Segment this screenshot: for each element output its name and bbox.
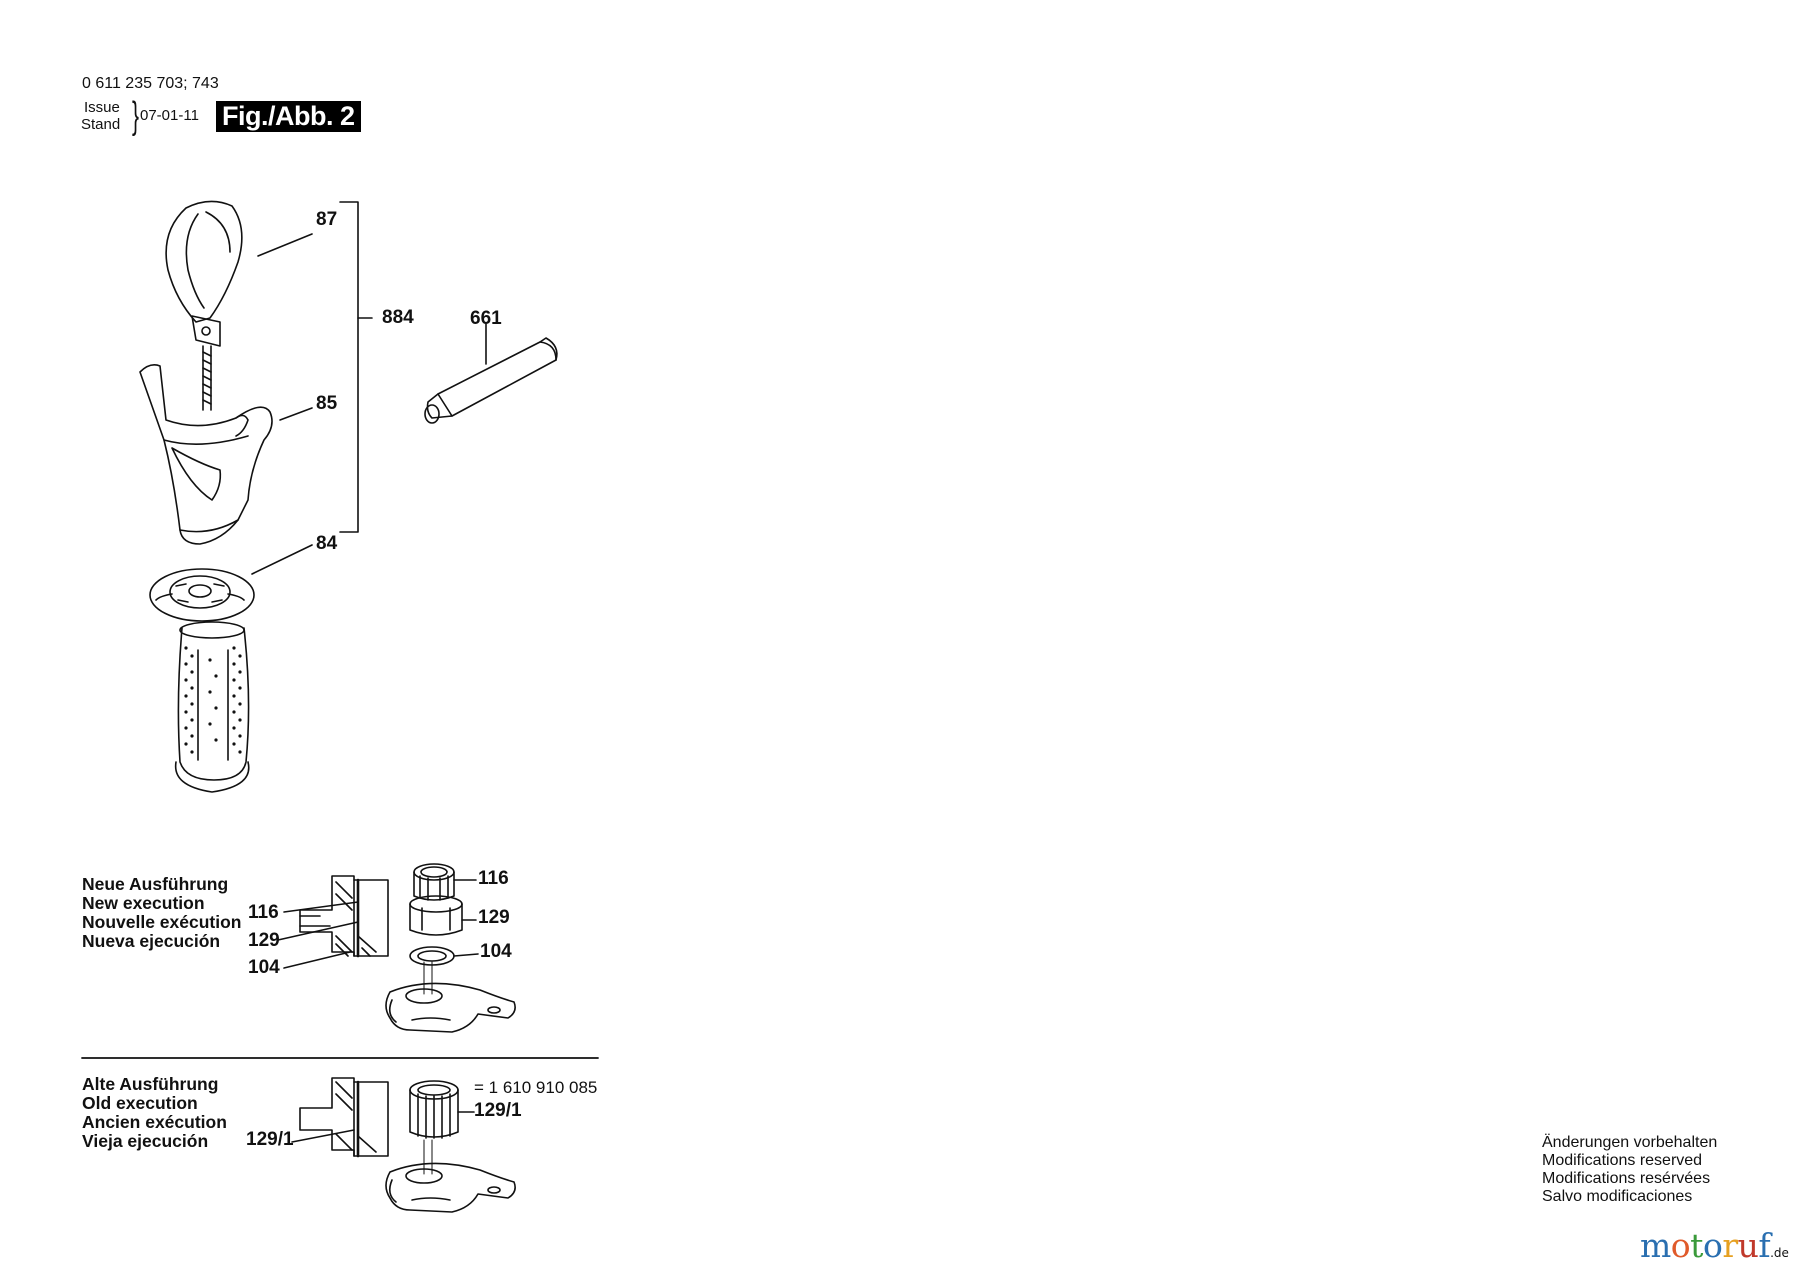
leader-85 <box>279 407 313 421</box>
watermark-letter: r <box>1722 1226 1738 1265</box>
new-execution-fr: Nouvelle exécution <box>82 912 242 932</box>
new-execution-cross-section <box>299 875 389 958</box>
callout-new-129-right: 129 <box>478 907 510 928</box>
watermark-letter: f <box>1758 1226 1771 1265</box>
new-flange-housing <box>385 961 516 1033</box>
part-87-strap <box>165 200 243 411</box>
callout-new-104-left: 104 <box>248 957 280 978</box>
part-numbers: 0 611 235 703; 743 <box>82 75 219 92</box>
issue-label: Issue <box>84 99 120 116</box>
watermark-letter: u <box>1737 1226 1759 1265</box>
brace-glyph: } <box>132 95 139 137</box>
new-execution-de: Neue Ausführung <box>82 874 229 894</box>
issue-date: 07-01-11 <box>140 107 199 124</box>
callout-new-116-left: 116 <box>248 902 279 923</box>
callout-661: 661 <box>470 308 502 329</box>
callout-85: 85 <box>316 393 338 414</box>
part-84-washer <box>149 568 255 622</box>
bracket-884 <box>339 201 359 533</box>
watermark-letter: o <box>1702 1226 1723 1265</box>
callout-new-116-right: 116 <box>478 868 509 889</box>
grip-handle <box>174 621 250 793</box>
modifications-de: Änderungen vorbehalten <box>1542 1134 1718 1151</box>
leader-old-129-1 <box>291 1129 355 1143</box>
old-execution-de: Alte Ausführung <box>82 1074 219 1094</box>
callout-old-129-1-right: 129/1 <box>474 1100 522 1121</box>
watermark-logo: motoruf.de <box>1640 1226 1789 1265</box>
leader-new-104 <box>283 951 351 969</box>
new-needle-bearing-116 <box>413 863 455 901</box>
replacement-part-number: = 1 610 910 085 <box>474 1078 598 1097</box>
callout-84: 84 <box>316 533 338 554</box>
modifications-es: Salvo modificaciones <box>1542 1188 1693 1205</box>
watermark-letter: o <box>1670 1226 1691 1265</box>
old-execution-en: Old execution <box>82 1093 198 1113</box>
modifications-en: Modifications reserved <box>1542 1152 1703 1169</box>
new-execution-es: Nueva ejecución <box>82 931 221 951</box>
leader-new-129 <box>277 921 359 941</box>
new-bushing-129 <box>409 895 463 936</box>
stand-label: Stand <box>81 116 121 133</box>
old-flange-housing <box>385 1139 516 1213</box>
old-execution-cross-section <box>299 1077 389 1158</box>
leader-new-116 <box>283 901 359 913</box>
part-661-grease-tube <box>424 337 558 424</box>
callout-87: 87 <box>316 209 338 230</box>
callout-old-129-1-left: 129/1 <box>246 1129 294 1150</box>
part-85-clamp <box>139 364 273 545</box>
figure-tag: Fig./Abb. 2 <box>216 101 361 132</box>
callout-new-104-right: 104 <box>480 941 512 962</box>
old-execution-fr: Ancien exécution <box>82 1112 227 1132</box>
callout-new-129-left: 129 <box>248 930 280 951</box>
watermark-brand: motoruf <box>1640 1226 1771 1265</box>
callout-884: 884 <box>382 307 414 328</box>
new-execution-en: New execution <box>82 893 205 913</box>
watermark-tld: .de <box>1770 1246 1789 1260</box>
watermark-letter: t <box>1690 1226 1703 1265</box>
leader-84 <box>251 544 313 575</box>
old-needle-bearing-129-1 <box>409 1080 459 1139</box>
old-execution-es: Vieja ejecución <box>82 1131 209 1151</box>
watermark-letter: m <box>1640 1226 1671 1265</box>
modifications-fr: Modifications resérvées <box>1542 1170 1711 1187</box>
leader-87 <box>257 233 313 257</box>
